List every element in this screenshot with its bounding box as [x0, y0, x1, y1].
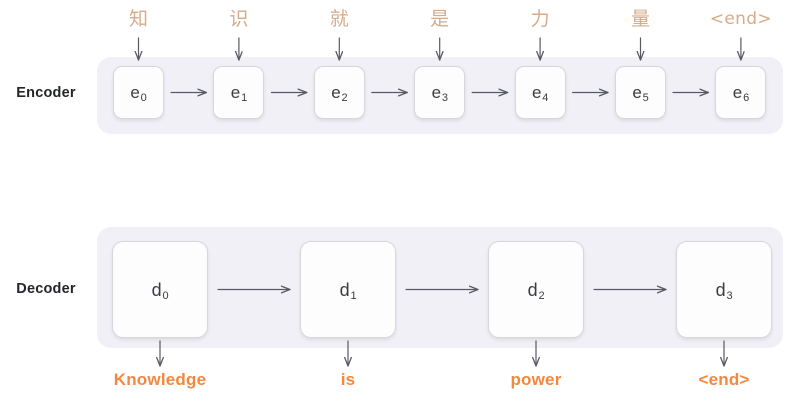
cell-symbol: d0	[151, 279, 169, 302]
cell-symbol: d2	[527, 279, 545, 302]
cell-symbol-base: e	[632, 83, 643, 102]
cell-symbol-base: e	[431, 83, 442, 102]
encoder-input-token-3: 是	[430, 8, 450, 30]
cell-symbol-base: d	[715, 279, 726, 300]
encoder-cell-0[interactable]: e0	[113, 66, 164, 119]
cell-symbol-base: d	[339, 279, 350, 300]
cell-symbol-index: 4	[542, 92, 549, 104]
encoder-input-token-6: <end>	[709, 9, 772, 29]
cell-symbol-index: 5	[642, 92, 650, 104]
encoder-input-token-5: 量	[630, 8, 650, 30]
encoder-cell-3[interactable]: e3	[414, 66, 466, 119]
decoder-cell-3[interactable]: d3	[676, 241, 772, 338]
cell-symbol-base: e	[532, 83, 542, 102]
cell-symbol: e6	[732, 83, 750, 104]
cell-symbol-index: 1	[241, 92, 248, 104]
cell-symbol: e4	[532, 83, 549, 104]
cell-symbol-base: e	[331, 83, 341, 102]
encoder-cell-1[interactable]: e1	[213, 66, 265, 119]
decoder-cell-1[interactable]: d1	[300, 241, 396, 338]
decoder-output-token-3: <end>	[698, 370, 750, 389]
cell-symbol: e5	[632, 83, 650, 104]
encoder-input-token-4: 力	[530, 8, 550, 30]
cell-symbol-index: 6	[743, 92, 750, 104]
encoder-row-label: Encoder	[16, 85, 76, 101]
encoder-cell-2[interactable]: e2	[313, 66, 365, 119]
decoder-output-token-0: Knowledge	[113, 370, 207, 389]
cell-symbol-index: 0	[140, 92, 148, 104]
cell-symbol-index: 2	[341, 92, 348, 104]
encoder-input-token-2: 就	[329, 8, 349, 30]
cell-symbol: d1	[339, 279, 357, 302]
decoder-row-label: Decoder	[16, 281, 76, 297]
cell-symbol: d3	[715, 279, 733, 302]
encoder-input-token-1: 识	[229, 8, 249, 30]
cell-symbol: e1	[230, 83, 248, 104]
cell-symbol-index: 2	[538, 289, 545, 302]
cell-symbol: e3	[431, 83, 449, 104]
cell-symbol-index: 3	[441, 92, 449, 104]
cell-symbol-base: e	[230, 83, 241, 102]
cell-symbol-base: e	[130, 83, 141, 102]
cell-symbol-index: 0	[162, 289, 169, 302]
cell-symbol: e0	[130, 83, 148, 104]
decoder-cell-2[interactable]: d2	[488, 241, 584, 338]
cell-symbol-base: d	[527, 279, 538, 300]
cell-symbol: e2	[331, 83, 348, 104]
cell-symbol-index: 1	[350, 289, 357, 302]
cell-symbol-base: e	[732, 83, 743, 102]
decoder-cell-0[interactable]: d0	[112, 241, 208, 338]
decoder-output-token-1: is	[340, 370, 356, 389]
encoder-input-token-0: 知	[128, 8, 148, 30]
decoder-panel	[97, 227, 783, 348]
encoder-cell-6[interactable]: e6	[715, 66, 767, 119]
encoder-cell-4[interactable]: e4	[514, 66, 566, 119]
cell-symbol-index: 3	[726, 289, 733, 302]
cell-symbol-base: d	[151, 279, 162, 300]
decoder-output-token-2: power	[510, 370, 562, 389]
encoder-cell-5[interactable]: e5	[615, 66, 666, 119]
